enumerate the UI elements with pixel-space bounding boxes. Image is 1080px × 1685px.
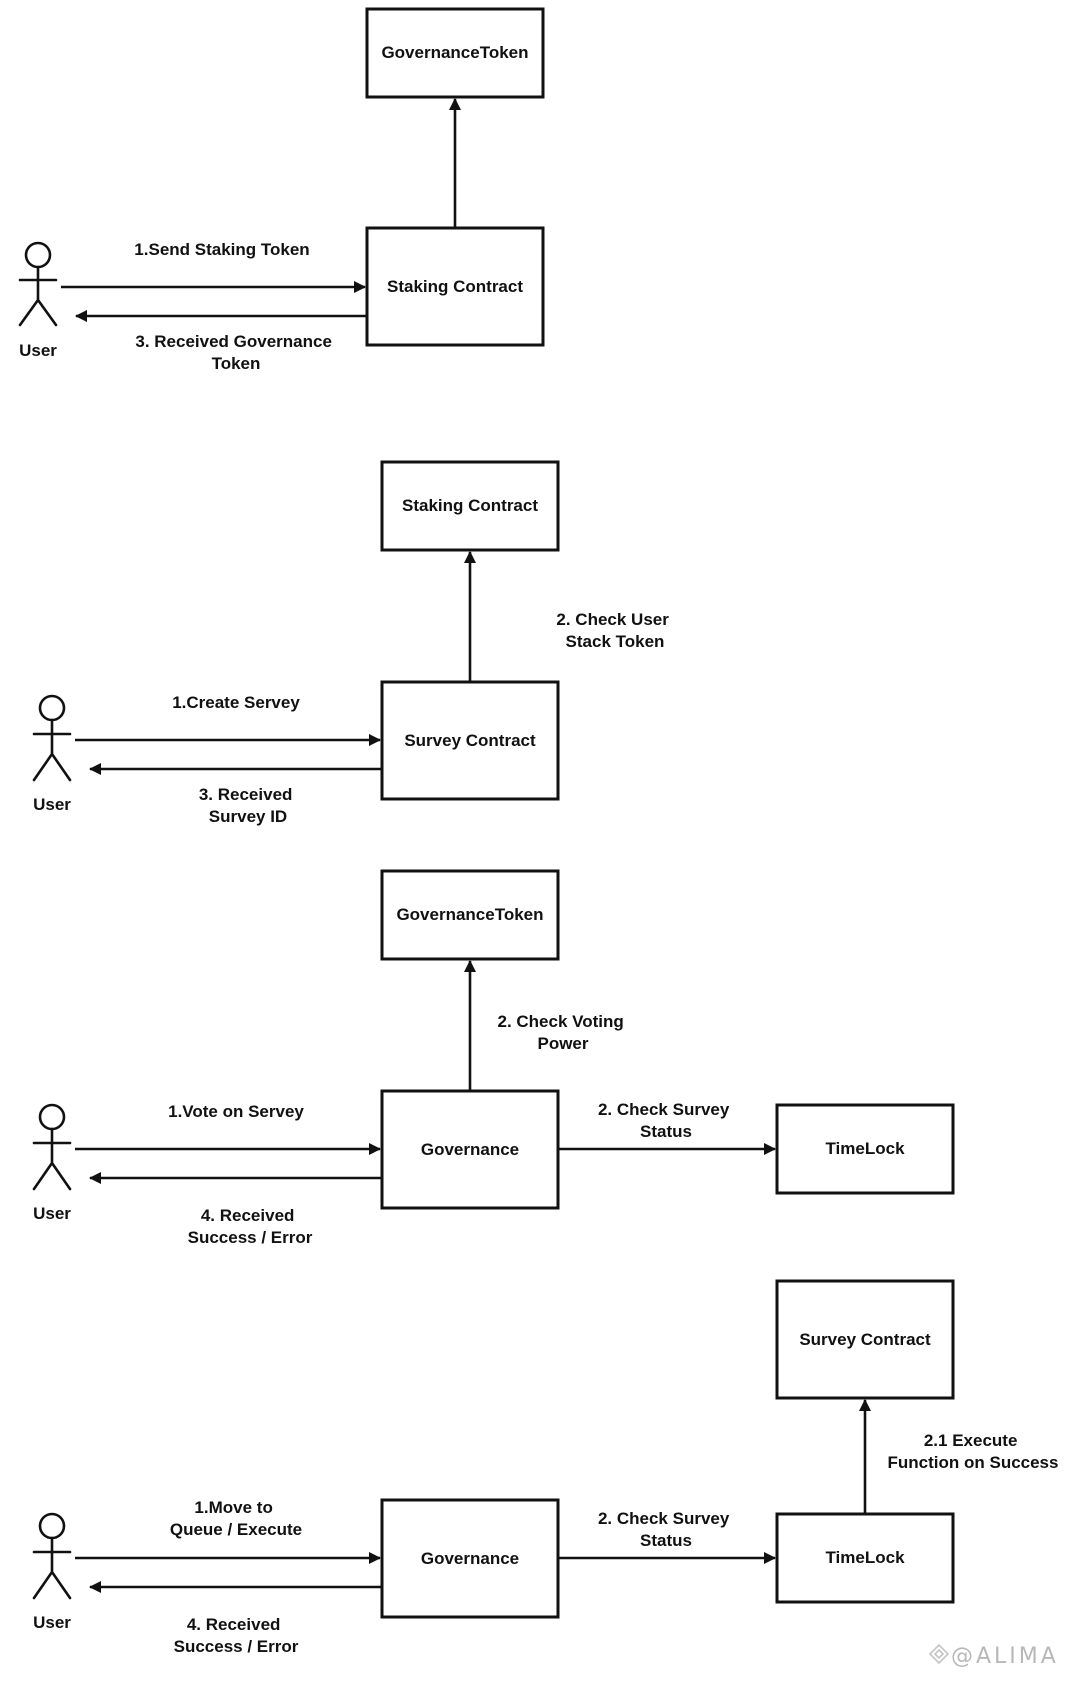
label-up: 2. Check Voting Power	[498, 1012, 629, 1053]
diagram-survey: Staking Contract Survey Contract 2. Chec…	[32, 460, 673, 826]
box-label: TimeLock	[825, 1139, 905, 1158]
diagram-staking: GovernanceToken Staking Contract User 1.…	[18, 7, 545, 373]
box-governance: Governance	[380, 1089, 560, 1210]
box-timelock: TimeLock	[775, 1103, 955, 1195]
watermark: @ALIMA	[928, 1643, 1059, 1669]
user-actor: User	[18, 241, 58, 360]
box-governance-token: GovernanceToken	[380, 869, 560, 961]
user-actor: User	[32, 1103, 72, 1223]
user-label: User	[33, 1204, 71, 1223]
box-label: TimeLock	[825, 1548, 905, 1567]
label-receive: 4. Received Success / Error	[188, 1206, 313, 1247]
user-label: User	[33, 1613, 71, 1632]
box-label: Governance	[421, 1140, 519, 1159]
label-receive: 4. Received Success / Error	[174, 1615, 299, 1656]
label-send: 1.Vote on Servey	[168, 1102, 304, 1121]
box-timelock: TimeLock	[775, 1512, 955, 1604]
box-label: GovernanceToken	[381, 43, 528, 62]
box-label: Staking Contract	[387, 277, 523, 296]
box-label: GovernanceToken	[396, 905, 543, 924]
box-label: Survey Contract	[799, 1330, 931, 1349]
diagram-execute: Survey Contract Governance TimeLock 2.1 …	[32, 1279, 1059, 1656]
box-staking-contract: Staking Contract	[380, 460, 560, 552]
user-actor: User	[32, 694, 72, 814]
box-governance: Governance	[380, 1498, 560, 1619]
box-survey-contract: Survey Contract	[775, 1279, 955, 1400]
label-up: 2. Check User Stack Token	[556, 610, 673, 651]
watermark-icon	[928, 1643, 950, 1665]
box-label: Survey Contract	[404, 731, 536, 750]
label-send: 1.Send Staking Token	[134, 240, 309, 259]
label-right-up: 2.1 Execute Function on Success	[888, 1431, 1059, 1472]
watermark-text: @ALIMA	[951, 1644, 1059, 1669]
label-receive: 3. Received Survey ID	[199, 785, 297, 826]
label-send: 1.Create Servey	[172, 693, 300, 712]
label-right: 2. Check Survey Status	[598, 1100, 734, 1141]
user-actor: User	[32, 1512, 72, 1632]
label-send: 1.Move to Queue / Execute	[170, 1498, 302, 1539]
box-label: Governance	[421, 1549, 519, 1568]
label-right: 2. Check Survey Status	[598, 1509, 734, 1550]
box-survey-contract: Survey Contract	[380, 680, 560, 801]
user-label: User	[19, 341, 57, 360]
diagram-vote: GovernanceToken Governance TimeLock 2. C…	[32, 869, 955, 1247]
user-label: User	[33, 795, 71, 814]
box-label: Staking Contract	[402, 496, 538, 515]
box-governance-token: GovernanceToken	[365, 7, 545, 99]
box-staking-contract: Staking Contract	[365, 226, 545, 347]
label-receive: 3. Received Governance Token	[135, 332, 336, 373]
